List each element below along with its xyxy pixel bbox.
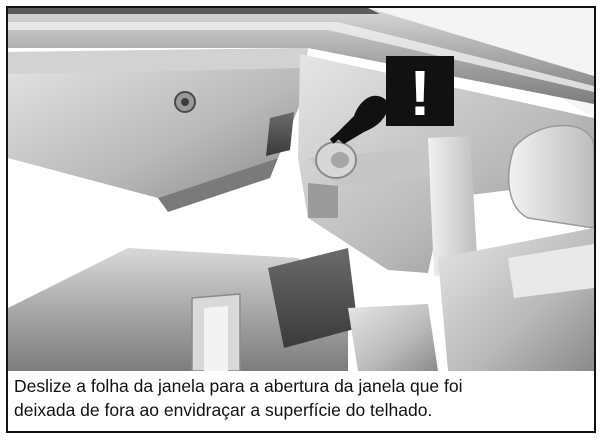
exclamation-warning-icon: ! bbox=[386, 56, 454, 129]
glazing-gasket bbox=[268, 248, 358, 348]
screw-head-icon bbox=[174, 91, 196, 113]
caption-line-1: Deslize a folha da janela para a abertur… bbox=[14, 376, 463, 396]
instruction-frame: ! Deslize a folha da janela para a abert… bbox=[6, 6, 596, 433]
window-profile-illustration: ! bbox=[8, 8, 594, 371]
upper-rail bbox=[8, 8, 594, 104]
sash-profile bbox=[8, 48, 308, 198]
pointing-hand-icon bbox=[329, 95, 389, 144]
caption-line-2: deixada de fora ao envidraçar a superfíc… bbox=[14, 400, 433, 420]
warning-symbol: ! bbox=[409, 57, 430, 129]
instruction-caption: Deslize a folha da janela para a abertur… bbox=[14, 374, 588, 422]
